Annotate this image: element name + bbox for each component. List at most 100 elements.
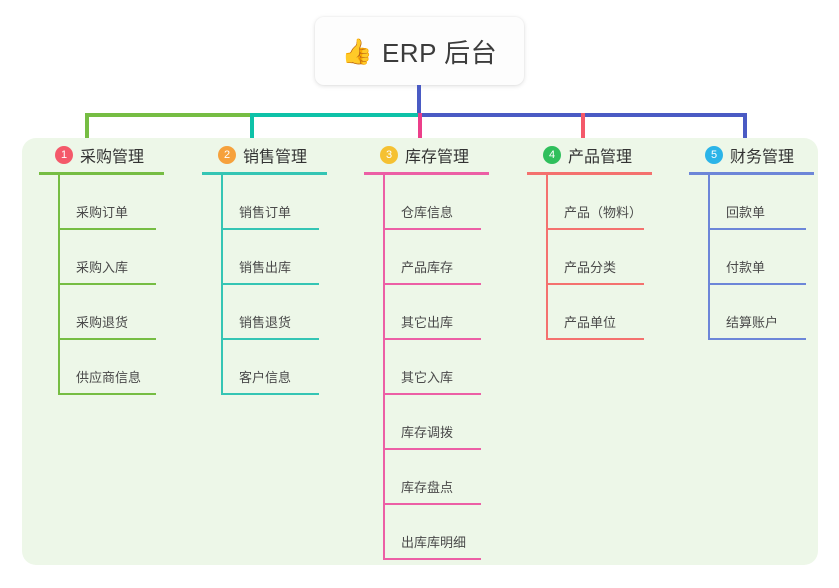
branch-title-2: 销售管理	[243, 149, 308, 166]
branch-spine-4	[546, 175, 548, 340]
branch-spine-3	[383, 175, 385, 560]
root-connector-stem	[417, 85, 421, 116]
list-item-label: 销售订单	[239, 205, 292, 220]
branch-spine-1	[58, 175, 60, 395]
branch-column-5: 5 财务管理 回款单 付款单 结算账户	[689, 138, 839, 340]
list-item-label: 产品库存	[401, 260, 454, 275]
branch-number-badge-5: 5	[705, 146, 723, 164]
branch-underline-2	[202, 172, 327, 175]
list-item-underline	[383, 448, 481, 450]
branch-header-2[interactable]: 2 销售管理	[202, 138, 365, 172]
list-item[interactable]: 供应商信息	[58, 340, 202, 395]
branch-header-5[interactable]: 5 财务管理	[689, 138, 839, 172]
branch-number-badge-3: 3	[380, 146, 398, 164]
list-item-underline	[383, 393, 481, 395]
list-item-underline	[221, 393, 319, 395]
root-node-title: ERP 后台	[381, 37, 498, 68]
branch-title-3: 库存管理	[405, 149, 470, 166]
list-item-label: 仓库信息	[401, 205, 454, 220]
list-item[interactable]: 客户信息	[221, 340, 365, 395]
list-item-underline	[383, 503, 481, 505]
list-item-label: 产品（物料）	[564, 205, 643, 220]
list-item[interactable]: 回款单	[708, 175, 839, 230]
list-item-underline	[58, 228, 156, 230]
branch-title-1: 采购管理	[80, 149, 145, 166]
list-item[interactable]: 产品分类	[546, 230, 690, 285]
list-item-label: 其它入库	[401, 370, 454, 385]
branch-underline-1	[39, 172, 164, 175]
branch-underline-3	[364, 172, 489, 175]
branch-header-3[interactable]: 3 库存管理	[364, 138, 527, 172]
list-item-underline	[58, 393, 156, 395]
branch-spine-2	[221, 175, 223, 395]
list-item[interactable]: 出库库明细	[383, 505, 527, 560]
list-item-label: 回款单	[726, 205, 766, 220]
list-item-underline	[546, 338, 644, 340]
branch-number-badge-1: 1	[55, 146, 73, 164]
list-item[interactable]: 仓库信息	[383, 175, 527, 230]
list-item[interactable]: 销售退货	[221, 285, 365, 340]
list-item-label: 销售退货	[239, 315, 292, 330]
branch-spine-5	[708, 175, 710, 340]
list-item-label: 其它出库	[401, 315, 454, 330]
list-item-underline	[58, 338, 156, 340]
list-item-label: 采购退货	[76, 315, 129, 330]
list-item-label: 付款单	[726, 260, 766, 275]
list-item-label: 采购订单	[76, 205, 129, 220]
list-item[interactable]: 产品（物料）	[546, 175, 690, 230]
list-item-underline	[708, 228, 806, 230]
list-item-underline	[383, 283, 481, 285]
branch-number-badge-4: 4	[543, 146, 561, 164]
branch-items-3: 仓库信息 产品库存 其它出库 其它入库 库存调拨 库存盘点	[383, 175, 527, 560]
list-item-underline	[221, 338, 319, 340]
list-item[interactable]: 其它入库	[383, 340, 527, 395]
list-item-label: 结算账户	[726, 315, 779, 330]
branch-drop-3	[418, 113, 422, 144]
thumbs-up-icon: 👍	[341, 37, 373, 66]
list-item[interactable]: 产品单位	[546, 285, 690, 340]
list-item-underline	[546, 228, 644, 230]
list-item[interactable]: 库存盘点	[383, 450, 527, 505]
connector-bar-green	[85, 113, 252, 117]
branch-drop-4	[581, 113, 585, 144]
branch-items-4: 产品（物料） 产品分类 产品单位	[546, 175, 690, 340]
branch-items-5: 回款单 付款单 结算账户	[708, 175, 839, 340]
list-item-label: 产品单位	[564, 315, 617, 330]
list-item[interactable]: 其它出库	[383, 285, 527, 340]
list-item-label: 客户信息	[239, 370, 292, 385]
list-item-underline	[383, 558, 481, 560]
branch-header-4[interactable]: 4 产品管理	[527, 138, 690, 172]
list-item-underline	[58, 283, 156, 285]
branch-column-1: 1 采购管理 采购订单 采购入库 采购退货 供应商信息	[39, 138, 202, 395]
diagram-panel: 1 采购管理 采购订单 采购入库 采购退货 供应商信息	[22, 138, 818, 565]
root-node-card[interactable]: 👍 ERP 后台	[315, 17, 524, 85]
branch-header-1[interactable]: 1 采购管理	[39, 138, 202, 172]
list-item-underline	[221, 283, 319, 285]
branch-items-2: 销售订单 销售出库 销售退货 客户信息	[221, 175, 365, 395]
list-item[interactable]: 产品库存	[383, 230, 527, 285]
list-item[interactable]: 结算账户	[708, 285, 839, 340]
list-item-underline	[383, 228, 481, 230]
list-item-underline	[708, 338, 806, 340]
branch-underline-5	[689, 172, 814, 175]
list-item-label: 采购入库	[76, 260, 129, 275]
list-item[interactable]: 付款单	[708, 230, 839, 285]
list-item[interactable]: 采购退货	[58, 285, 202, 340]
list-item[interactable]: 采购入库	[58, 230, 202, 285]
branch-title-5: 财务管理	[730, 149, 795, 166]
branch-drop-5	[743, 113, 747, 144]
list-item[interactable]: 销售订单	[221, 175, 365, 230]
list-item-label: 销售出库	[239, 260, 292, 275]
branch-column-2: 2 销售管理 销售订单 销售出库 销售退货 客户信息	[202, 138, 365, 395]
branch-title-4: 产品管理	[568, 149, 633, 166]
branch-drop-2	[250, 113, 254, 144]
list-item[interactable]: 采购订单	[58, 175, 202, 230]
list-item[interactable]: 销售出库	[221, 230, 365, 285]
list-item-label: 供应商信息	[76, 370, 142, 385]
list-item-underline	[546, 283, 644, 285]
connector-bar-teal	[250, 113, 420, 117]
list-item-underline	[708, 283, 806, 285]
branch-column-4: 4 产品管理 产品（物料） 产品分类 产品单位	[527, 138, 690, 340]
list-item[interactable]: 库存调拨	[383, 395, 527, 450]
list-item-label: 出库库明细	[401, 535, 467, 550]
